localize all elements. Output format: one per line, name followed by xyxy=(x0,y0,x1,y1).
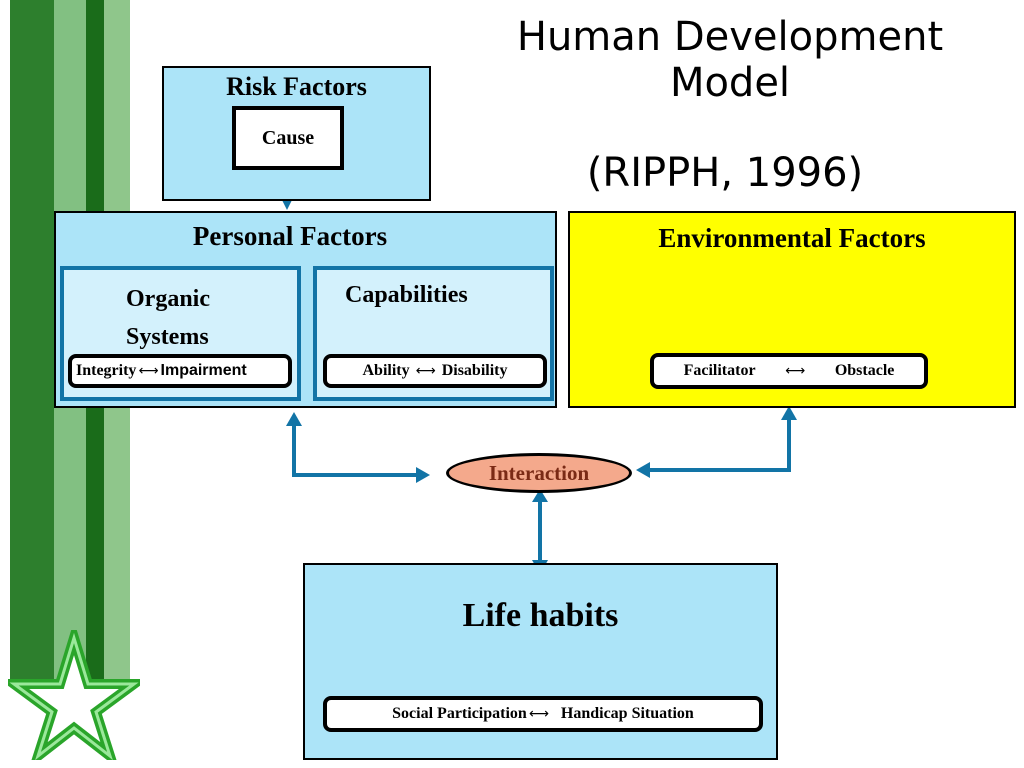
facilitator-label: Facilitator xyxy=(683,362,756,379)
slide-citation: (RIPPH, 1996) xyxy=(586,150,864,196)
interaction-label: Interaction xyxy=(488,460,590,485)
interaction-left-arrowhead xyxy=(416,467,430,483)
risk-factors-title: Risk Factors xyxy=(226,72,367,101)
handicap-situation-label: Handicap Situation xyxy=(560,705,694,722)
risk-factors-box: Risk Factors Cause xyxy=(162,66,431,201)
ability-disability-pill: Ability ⟷ Disability xyxy=(323,354,547,388)
organic-systems-line2: Systems xyxy=(126,324,209,350)
slide-title: Human Development Model xyxy=(470,14,990,106)
interaction-down-arrowhead xyxy=(532,489,548,502)
personal-up-arrowhead xyxy=(286,412,302,426)
organic-systems-label: Organic Systems xyxy=(126,280,210,356)
life-habits-box: Life habits Social Participation ⟷ Handi… xyxy=(303,563,778,760)
facilitator-obstacle-pill: Facilitator ⟷ Obstacle xyxy=(650,353,928,389)
cause-box: Cause xyxy=(232,106,344,170)
social-participation-label: Social Participation xyxy=(392,705,527,722)
slide-title-line1: Human Development xyxy=(516,14,944,60)
capabilities-box: Capabilities Ability ⟷ Disability xyxy=(313,266,554,401)
double-arrow-icon: ⟷ xyxy=(528,706,549,722)
integrity-label: Integrity xyxy=(76,362,137,379)
integrity-impairment-pill: Integrity ⟷ Impairment xyxy=(68,354,292,388)
star-icon xyxy=(8,630,140,760)
capabilities-label: Capabilities xyxy=(345,282,468,308)
environment-up-arrowhead xyxy=(781,406,797,420)
organic-systems-line1: Organic xyxy=(126,286,210,312)
double-arrow-icon: ⟷ xyxy=(785,363,806,379)
double-arrow-icon: ⟷ xyxy=(138,363,159,379)
organic-systems-box: Organic Systems Integrity ⟷ Impairment xyxy=(60,266,301,401)
ability-label: Ability xyxy=(362,362,410,379)
personal-factors-title: Personal Factors xyxy=(192,221,388,251)
participation-handicap-pill: Social Participation ⟷ Handicap Situatio… xyxy=(323,696,763,732)
slide-title-line2: Model xyxy=(669,60,791,106)
double-arrow-icon: ⟷ xyxy=(415,363,436,379)
environmental-factors-title: Environmental Factors xyxy=(658,223,926,253)
disability-label: Disability xyxy=(441,362,508,379)
cause-label: Cause xyxy=(261,126,315,149)
life-habits-title: Life habits xyxy=(462,597,619,634)
personal-to-interaction-line xyxy=(292,426,418,477)
obstacle-label: Obstacle xyxy=(834,362,895,379)
environment-to-interaction-line xyxy=(648,420,791,472)
personal-factors-box: Personal Factors Organic Systems Integri… xyxy=(54,211,557,408)
interaction-node: Interaction xyxy=(446,453,632,493)
interaction-right-arrowhead xyxy=(636,462,650,478)
environmental-factors-box: Environmental Factors Facilitator ⟷ Obst… xyxy=(568,211,1016,408)
impairment-label: Impairment xyxy=(160,362,247,379)
